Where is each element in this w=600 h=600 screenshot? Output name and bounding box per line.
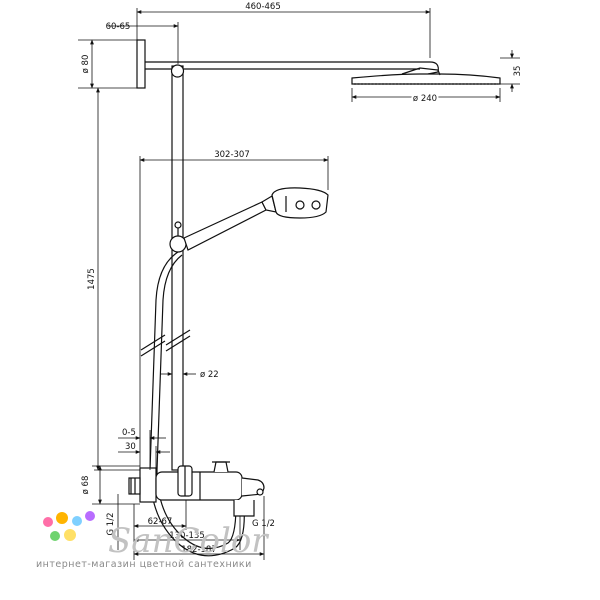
- dim-rail-diameter: ø 22: [200, 370, 219, 380]
- rail-break-mark: [165, 335, 191, 352]
- shower-hose-outer: [149, 251, 245, 557]
- dim-centers-1: 62-67: [148, 517, 173, 527]
- wall-bracket-bottom: [139, 467, 157, 503]
- dim-head-height: 35: [513, 66, 523, 77]
- hose-break-mark: [140, 334, 166, 351]
- hose-break-mark: [140, 340, 166, 357]
- watermark-brand: SanColor: [108, 521, 269, 561]
- rail-break-mark: [165, 329, 191, 346]
- dimension-lines: [78, 8, 520, 560]
- watermark-dot: [85, 511, 95, 521]
- dim-wall-offset-top: 60-65: [106, 22, 131, 32]
- dim-flange-diameter: ø 80: [81, 55, 91, 74]
- watermark-dot: [72, 516, 82, 526]
- sancolor-watermark: SanColor интернет-магазин цветной сантех…: [36, 511, 269, 570]
- wall-flange-top: [136, 39, 146, 89]
- watermark-dot: [50, 531, 60, 541]
- dim-head-diameter: ø 240: [413, 94, 437, 104]
- dim-inlet-thread-left: G 1/2: [106, 513, 116, 536]
- hand-shower-handle: [183, 201, 267, 251]
- watermark-dot: [64, 529, 76, 541]
- fixture-outline: [128, 39, 501, 557]
- watermark-tagline: интернет-магазин цветной сантехники: [36, 559, 252, 570]
- dimension-labels: 460-465 60-65 ø 80 35 ø 240 302-307 1475…: [81, 2, 523, 555]
- dim-bracket-depth: 30: [125, 442, 136, 452]
- holder-pin: [174, 221, 182, 229]
- dim-arm-length: 460-465: [245, 2, 281, 12]
- valve-body: [155, 471, 243, 501]
- watermark-dot: [43, 517, 53, 527]
- dim-inlet-thread-right: G 1/2: [252, 519, 275, 529]
- riser-rail: [171, 65, 184, 471]
- dim-hand-shower-reach: 302-307: [214, 150, 250, 160]
- shower-arm-elbow: [427, 61, 439, 75]
- dim-wall-gap: 0-5: [122, 428, 136, 438]
- head-connector: [401, 67, 441, 76]
- valve-outlet-right: [233, 500, 255, 517]
- diverter-handle: [213, 461, 229, 473]
- overhead-shower-head: [351, 73, 501, 85]
- riser-joint: [170, 64, 185, 78]
- dim-centers-2: 130-135: [169, 531, 205, 541]
- dim-total-height: 1475: [87, 268, 97, 290]
- watermark-dot: [56, 512, 68, 524]
- dim-centers-3: 182-187: [181, 545, 217, 555]
- dim-valve-diameter: ø 68: [81, 476, 91, 495]
- shower-hose-inner: [156, 254, 237, 549]
